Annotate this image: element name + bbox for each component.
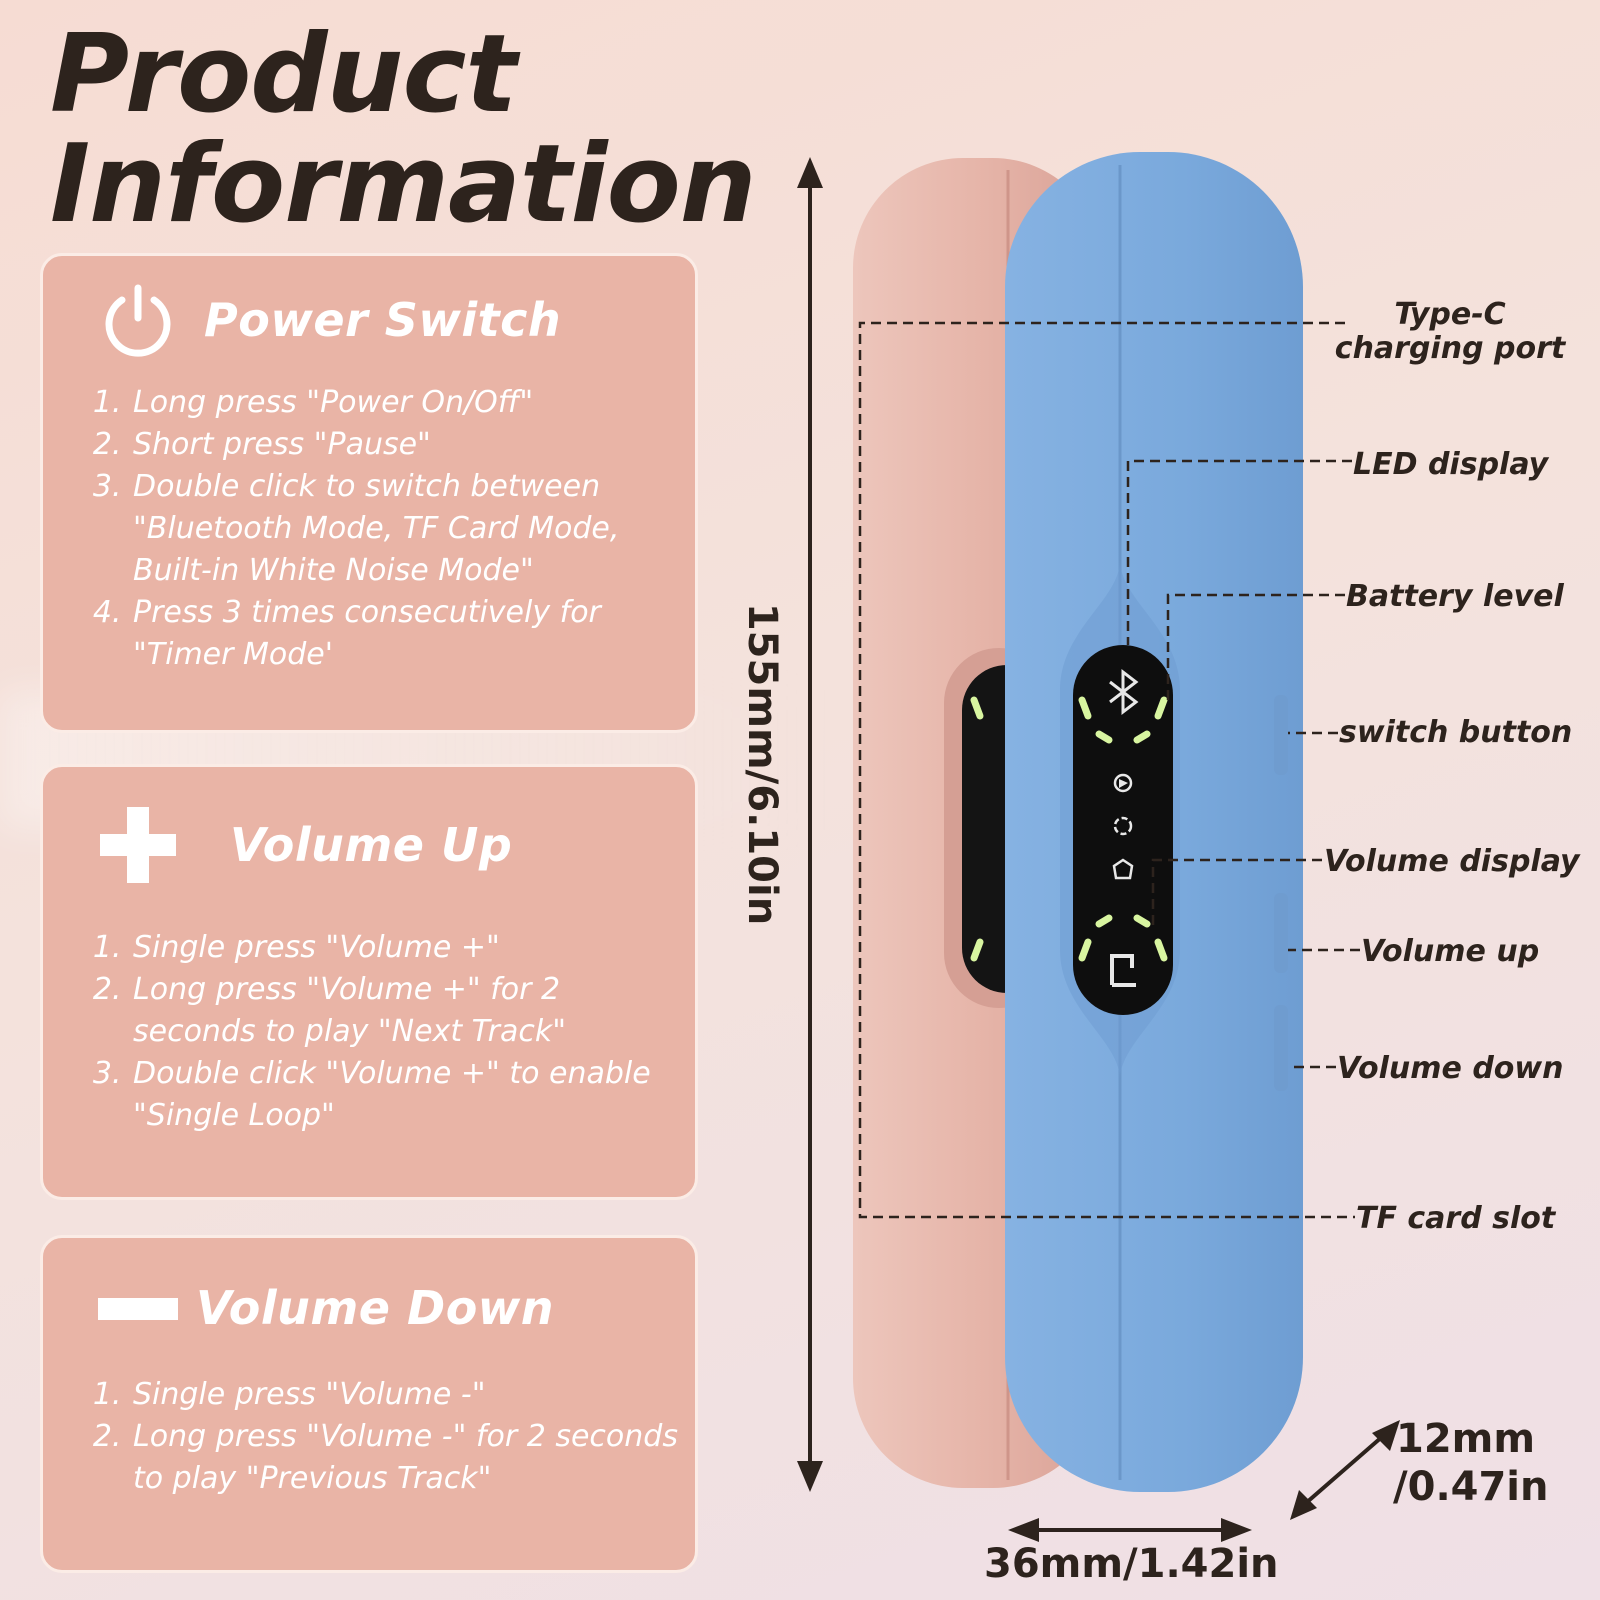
power-switch-card: Power Switch Long press "Power On/Off" S… [40, 253, 698, 733]
volume-up-card: Volume Up Single press "Volume +" Long p… [40, 764, 698, 1200]
power-switch-header: Power Switch [98, 280, 675, 360]
width-dimension-label: 36mm/1.42in [984, 1541, 1279, 1587]
page-title: Product Information [50, 12, 757, 247]
volume-down-label: Volume down [1337, 1051, 1564, 1086]
blue-device [1005, 152, 1303, 1492]
type-c-label-line-1: Type-C [1394, 297, 1506, 332]
minus-icon [98, 1298, 178, 1320]
volume-up-label: Volume up [1361, 934, 1540, 969]
page-title-line-1: Product [50, 12, 517, 137]
type-c-label-line-2: charging port [1334, 331, 1566, 366]
switch-button-label: switch button [1339, 715, 1573, 750]
plus-icon [100, 807, 176, 883]
volume-up-header: Volume Up [98, 805, 675, 885]
volume-display-label: Volume display [1324, 844, 1580, 879]
volume-down-header: Volume Down [98, 1268, 675, 1348]
tf-card-slot-label: TF card slot [1356, 1201, 1556, 1236]
power-icon [105, 284, 171, 357]
height-dimension-label: 155mm/6.10in [739, 602, 785, 926]
power-step-3: Double click to switch between "Bluetoot… [131, 466, 683, 592]
white-noise-icon [1113, 816, 1133, 836]
power-switch-steps: Long press "Power On/Off" Short press "P… [93, 382, 683, 676]
volume-up-step-1: Single press "Volume +" [131, 927, 683, 969]
volume-down-step-1: Single press "Volume -" [131, 1374, 683, 1416]
depth-dimension-arrow [1290, 1420, 1400, 1520]
volume-down-heading: Volume Down [196, 1281, 555, 1335]
width-dimension-arrow [1008, 1518, 1252, 1542]
volume-up-step-2: Long press "Volume +" for 2 seconds to p… [131, 969, 683, 1053]
volume-up-steps: Single press "Volume +" Long press "Volu… [93, 927, 683, 1137]
volume-up-heading: Volume Up [230, 818, 513, 872]
led-battery-segments [970, 696, 1168, 962]
volume-down-card: Volume Down Single press "Volume -" Long… [40, 1235, 698, 1573]
battery-level-label: Battery level [1346, 579, 1564, 614]
volume-up-step-3: Double click "Volume +" to enable "Singl… [131, 1053, 683, 1137]
power-step-4: Press 3 times consecutively for "Timer M… [131, 592, 683, 676]
height-dimension-arrow [797, 157, 823, 1492]
volume-down-steps: Single press "Volume -" Long press "Volu… [93, 1374, 683, 1500]
timer-icon [1112, 858, 1134, 880]
bluetooth-icon [1109, 668, 1139, 716]
power-step-2: Short press "Pause" [131, 424, 683, 466]
depth-dimension-label-line-1: 12mm [1396, 1416, 1536, 1462]
tf-card-icon [1110, 954, 1136, 987]
volume-down-step-2: Long press "Volume -" for 2 seconds to p… [131, 1416, 683, 1500]
led-display-label: LED display [1353, 447, 1549, 482]
depth-dimension-label-line-2: /0.47in [1393, 1464, 1549, 1510]
power-step-1: Long press "Power On/Off" [131, 382, 683, 424]
power-switch-heading: Power Switch [204, 293, 562, 347]
page-title-line-2: Information [50, 122, 757, 247]
play-mode-icon [1113, 773, 1133, 793]
type-c-port-label: Type-C charging port [1330, 298, 1570, 366]
callout-lines [858, 321, 1360, 1219]
